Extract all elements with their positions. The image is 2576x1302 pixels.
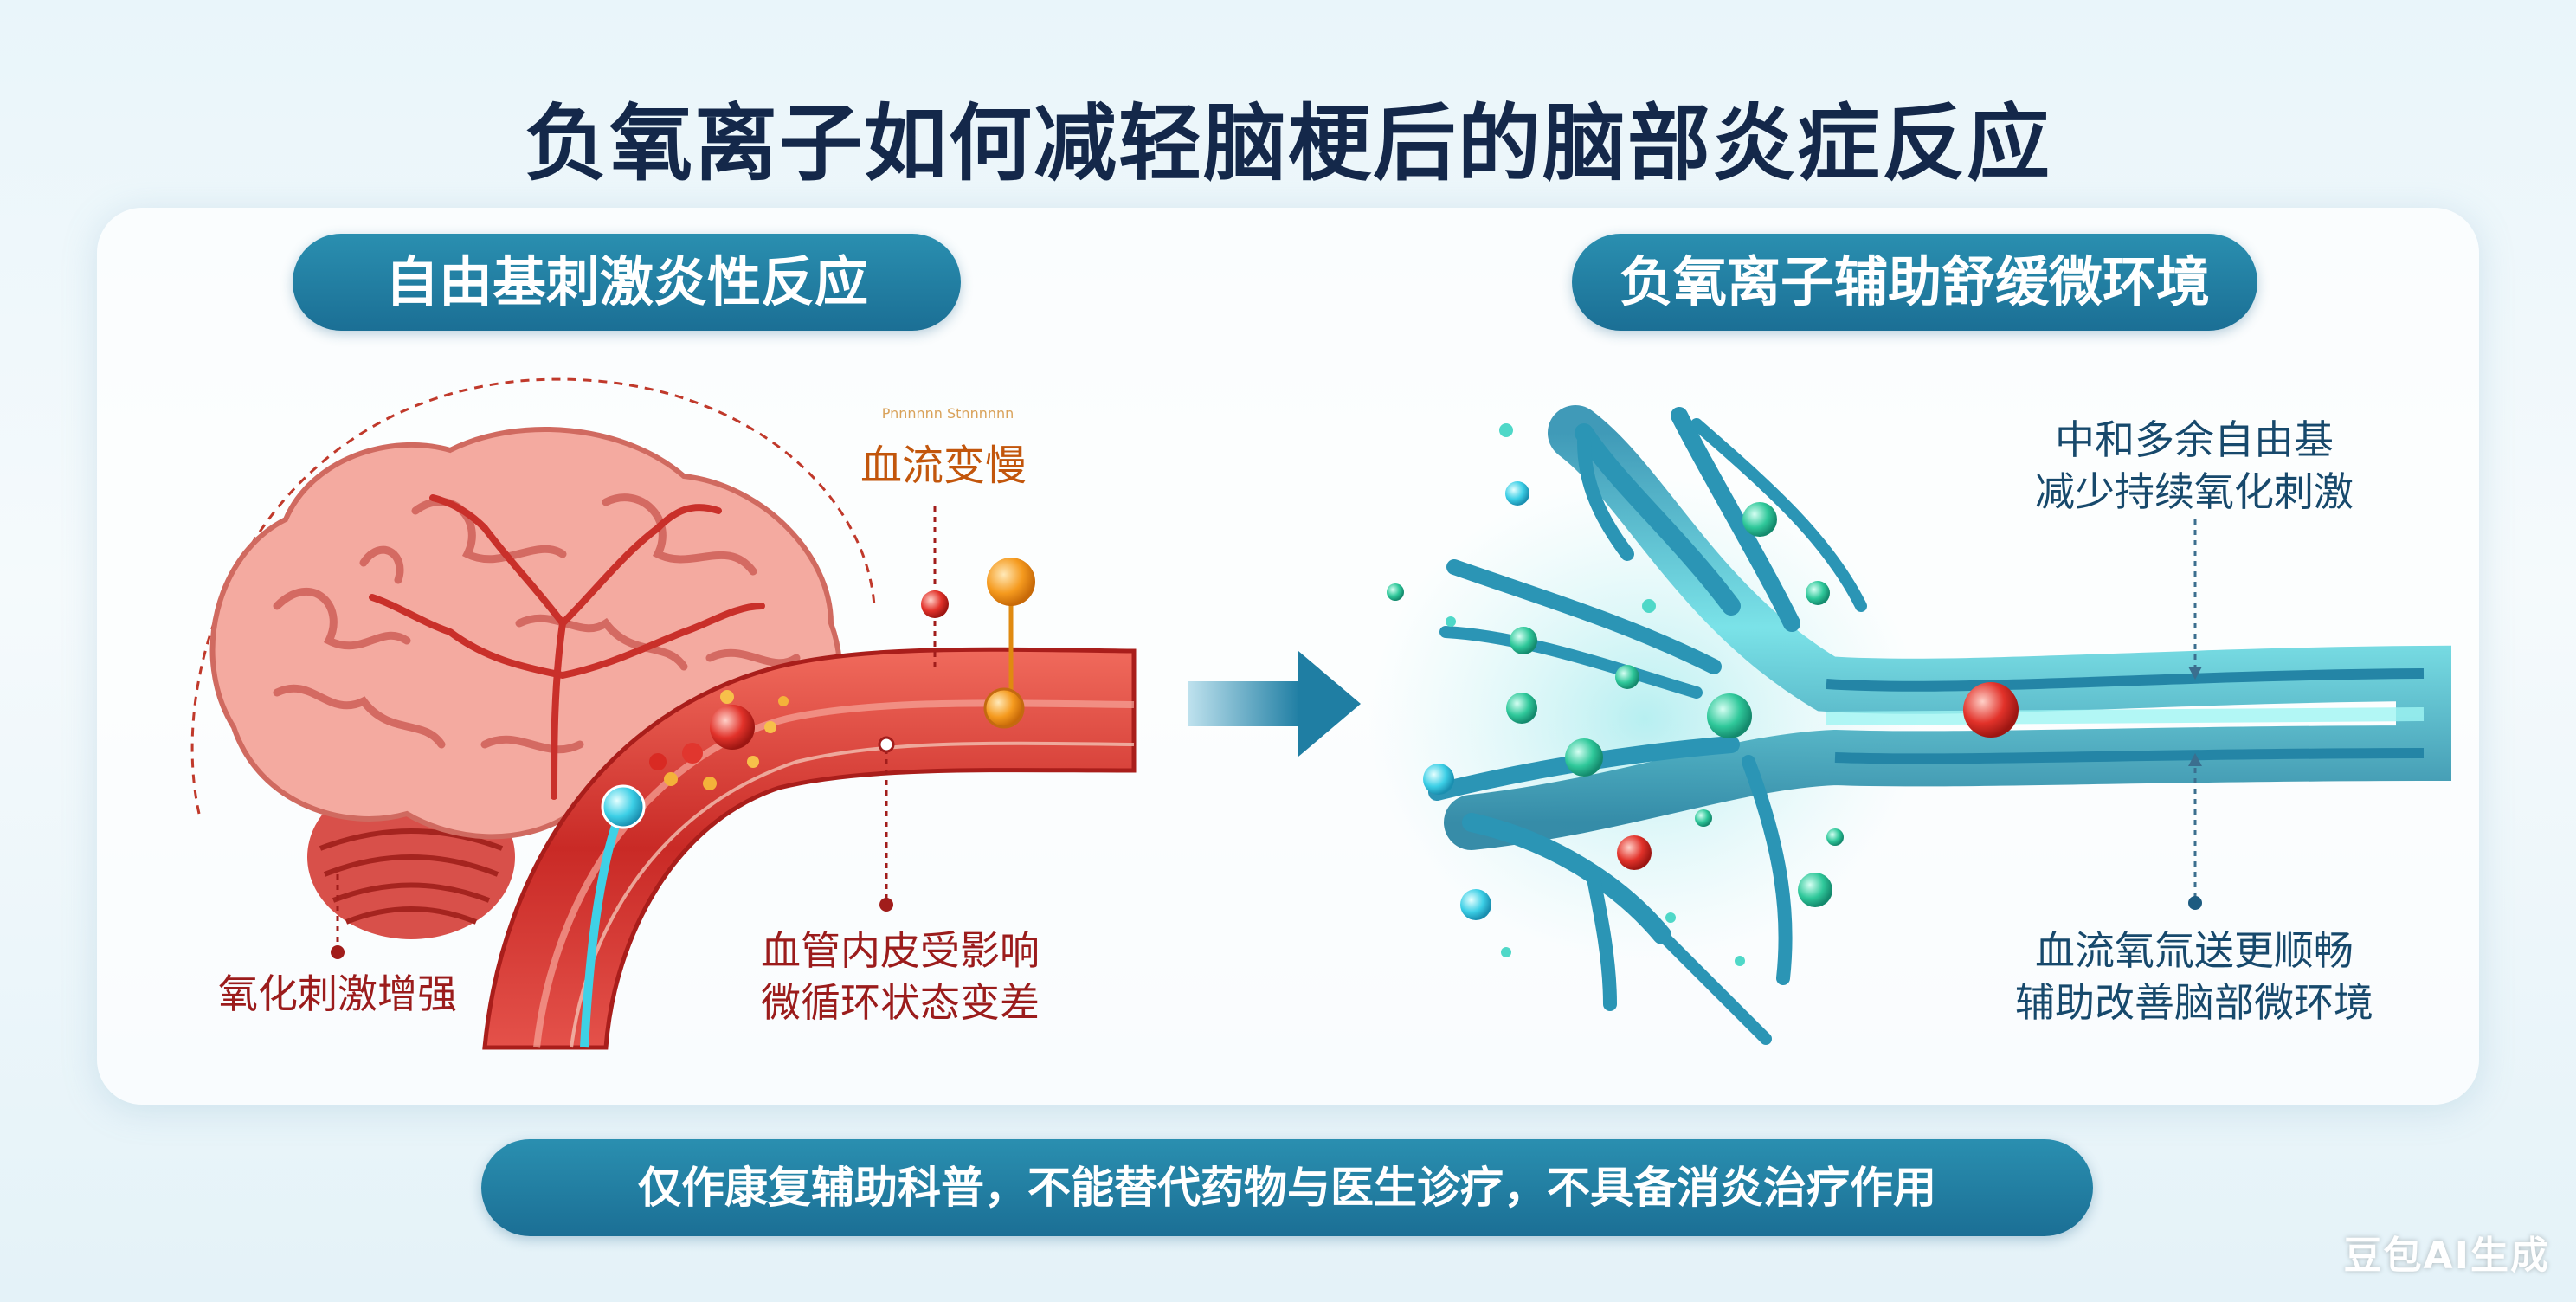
- label-endothelium-line2: 微循环状态变差: [761, 979, 1040, 1026]
- label-oxidative-stimulus: 氧化刺激增强: [218, 970, 457, 1017]
- disclaimer-banner: 仅作康复辅助科普，不能替代药物与医生诊疗，不具备消炎治疗作用: [481, 1139, 2093, 1236]
- page-title: 负氧离子如何减轻脑梗后的脑部炎症反应: [525, 95, 2051, 192]
- teal-vessel-network-icon: [1368, 405, 2451, 1045]
- watermark: 豆包AI生成: [2343, 1234, 2550, 1278]
- blood-vessel-icon: [331, 506, 1137, 1050]
- label-neutralize-line2: 减少持续氧化刺激: [2035, 468, 2354, 515]
- left-panel-heading: 自由基刺激炎性反应: [293, 234, 961, 331]
- label-neutralize-line1: 中和多余自由基: [2055, 416, 2334, 463]
- brain-icon: [190, 377, 876, 939]
- label-bloodflow-line1: 血流氧氚送更顺畅: [2035, 927, 2354, 974]
- label-endothelium-line1: 血管内皮受影响: [761, 927, 1040, 974]
- tiny-caption: Pnnnnnn Stnnnnnn: [881, 405, 1014, 422]
- label-blood-slow: 血流变慢: [860, 442, 1027, 490]
- right-panel-heading: 负氧离子辅助舒缓微环境: [1572, 234, 2257, 331]
- ion-particle-icon: [1387, 423, 2202, 966]
- label-bloodflow-line2: 辅助改善脑部微环境: [2015, 979, 2373, 1026]
- arrow-right-icon: [1188, 651, 1361, 757]
